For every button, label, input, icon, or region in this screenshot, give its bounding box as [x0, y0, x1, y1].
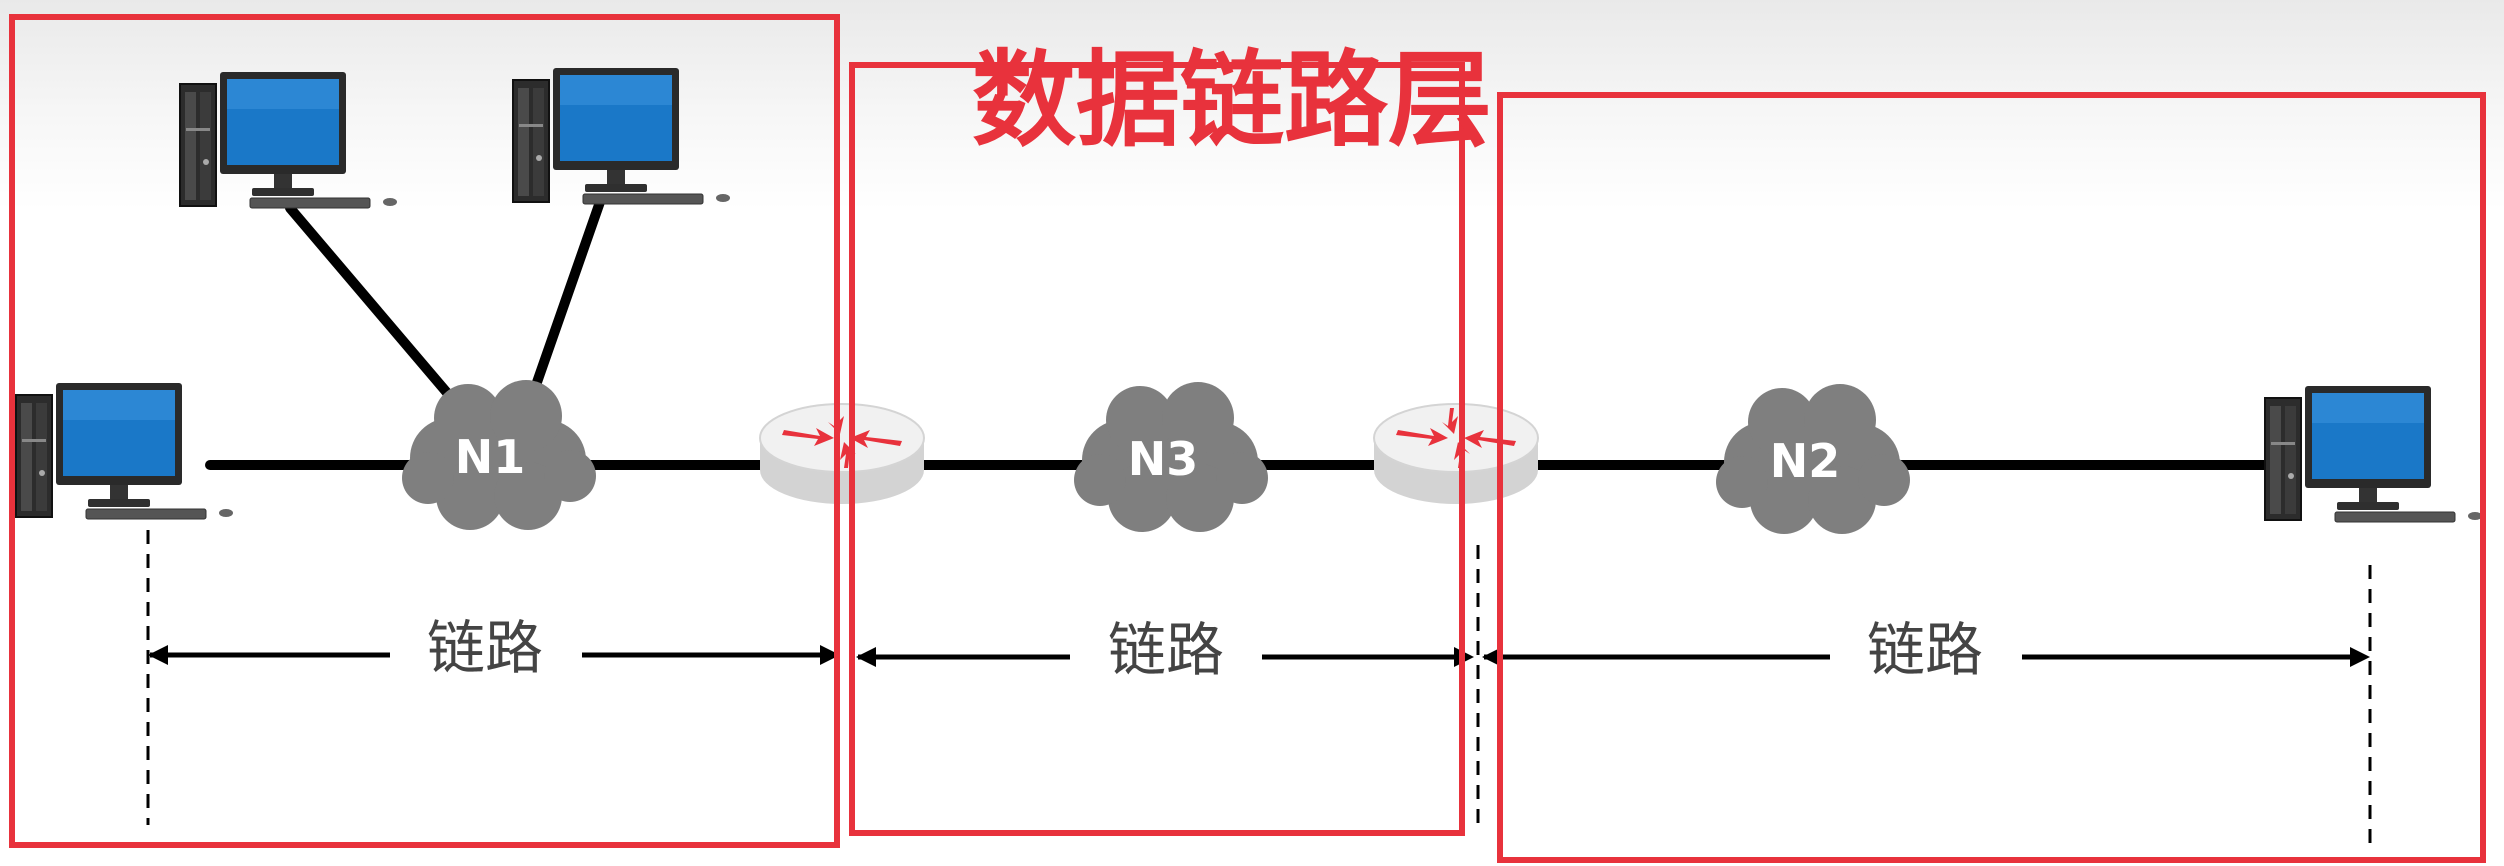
computer-icon — [15, 382, 234, 520]
pc-top-left-to-n1-line — [285, 203, 465, 413]
link-2-label: 链路 — [1108, 616, 1224, 684]
cloud-n2-label: N2 — [1770, 434, 1841, 488]
cloud-n1: N1 — [402, 380, 596, 530]
link-1-label: 链路 — [427, 614, 543, 682]
page-title: 数据链路层 — [972, 39, 1492, 161]
cloud-n3-label: N3 — [1128, 432, 1199, 486]
highlight-box-left — [9, 14, 840, 848]
computer-icon — [2264, 385, 2483, 523]
computer-icon — [179, 71, 398, 209]
highlight-box-middle — [849, 62, 1465, 836]
cloud-n2: N2 — [1716, 384, 1910, 534]
pc-top-right-to-n1-line — [523, 197, 605, 413]
highlight-box-right — [1497, 92, 2486, 863]
cloud-n3: N3 — [1074, 382, 1268, 532]
link-3-label: 链路 — [1867, 616, 1983, 684]
cloud-n1-label: N1 — [455, 430, 526, 484]
boundary-lines — [146, 530, 2372, 852]
computer-icon — [512, 67, 731, 205]
router-icon — [1373, 403, 1539, 505]
router-icon — [759, 403, 925, 505]
highlight-boxes — [9, 14, 2486, 863]
